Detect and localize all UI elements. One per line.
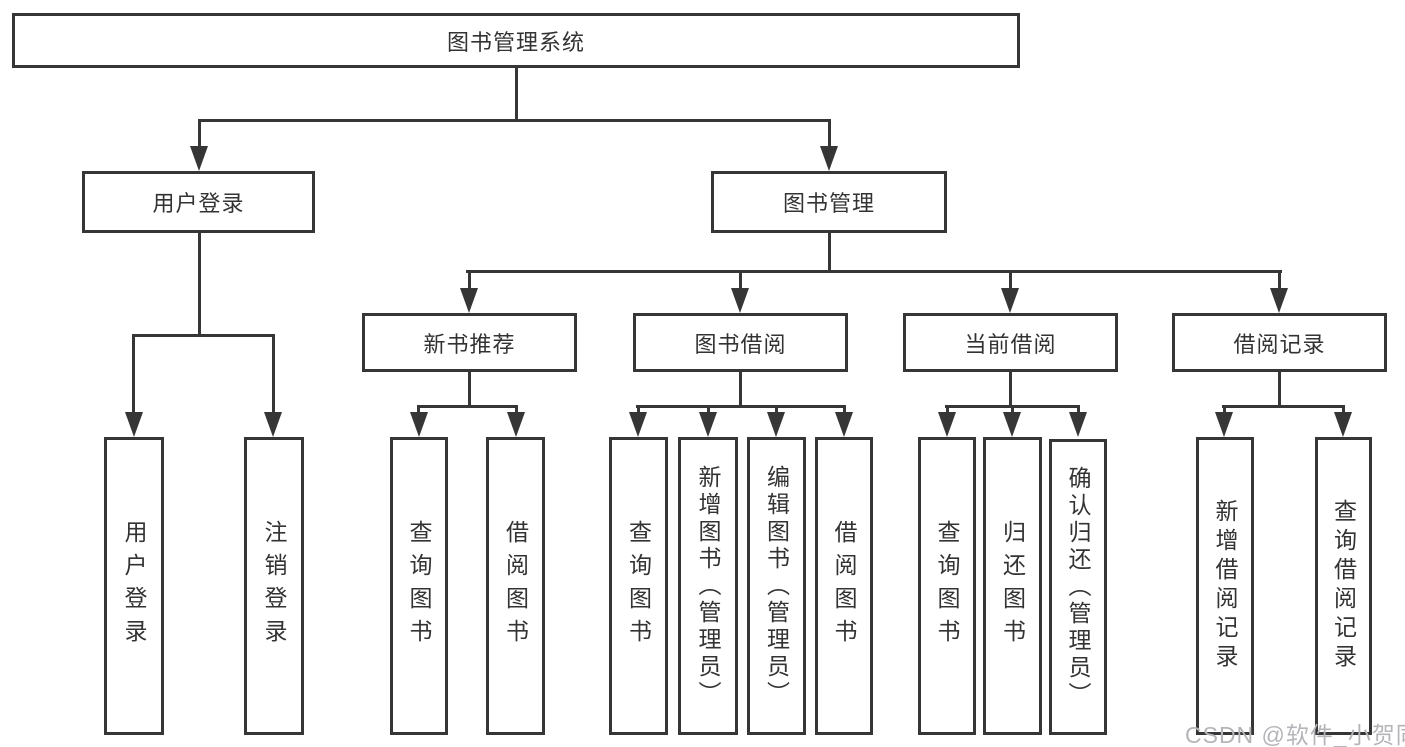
arrowhead-down-icon (938, 412, 956, 437)
connector-line (1222, 405, 1345, 408)
connector-line (198, 119, 201, 149)
node-root-library-system: 图书管理系统 (12, 13, 1020, 68)
leaf-user-login: 用户登录 (104, 437, 164, 735)
connector-line (828, 119, 831, 149)
arrowhead-down-icon (264, 412, 282, 437)
connector-line (1342, 405, 1345, 414)
leaf-current-return-books: 归还图书 (983, 437, 1042, 735)
arrowhead-down-icon (1001, 288, 1019, 313)
connector-line (707, 405, 710, 414)
arrowhead-down-icon (1003, 412, 1021, 437)
connector-line (515, 405, 518, 414)
connector-line (1278, 372, 1281, 407)
node-book-borrowing: 图书借阅 (633, 313, 848, 372)
leaf-logout: 注销登录 (244, 437, 304, 735)
leaf-borrow-add-books-admin: 新增图书（管理员） (678, 437, 738, 735)
leaf-borrow-borrow-books: 借阅图书 (815, 437, 873, 735)
node-current-borrowing: 当前借阅 (903, 313, 1118, 372)
leaf-borrow-edit-books-admin: 编辑图书（管理员） (747, 437, 806, 735)
connector-line (1009, 372, 1012, 407)
arrowhead-down-icon (731, 288, 749, 313)
connector-line (468, 270, 471, 290)
arrowhead-down-icon (835, 412, 853, 437)
connector-line (272, 334, 275, 415)
connector-line (946, 405, 949, 414)
connector-line (1223, 405, 1226, 414)
node-borrow-records: 借阅记录 (1172, 313, 1387, 372)
connector-line (132, 334, 275, 337)
connector-line (637, 405, 640, 414)
arrowhead-down-icon (629, 412, 647, 437)
connector-line (198, 233, 201, 336)
arrowhead-down-icon (767, 412, 785, 437)
csdn-watermark: CSDN @软件_小贺同学 (1185, 722, 1405, 747)
connector-line (466, 270, 1282, 273)
connector-line (843, 405, 846, 414)
arrowhead-down-icon (190, 146, 208, 171)
connector-line (739, 372, 742, 407)
arrowhead-down-icon (507, 412, 525, 437)
arrowhead-down-icon (410, 412, 428, 437)
node-user-login: 用户登录 (82, 171, 315, 233)
connector-line (828, 233, 831, 272)
arrowhead-down-icon (820, 146, 838, 171)
leaf-current-query-books: 查询图书 (918, 437, 976, 735)
leaf-borrow-query-books: 查询图书 (609, 437, 668, 735)
connector-line (1009, 270, 1012, 290)
connector-line (468, 372, 471, 407)
arrowhead-down-icon (1069, 412, 1087, 437)
connector-line (1077, 405, 1080, 414)
connector-line (515, 68, 518, 121)
node-new-book-recommend: 新书推荐 (362, 313, 577, 372)
arrowhead-down-icon (125, 412, 143, 437)
connector-line (636, 405, 846, 408)
node-book-management: 图书管理 (711, 171, 947, 233)
arrowhead-down-icon (460, 288, 478, 313)
connector-line (417, 405, 420, 414)
leaf-newbook-query-books: 查询图书 (390, 437, 448, 735)
connector-line (417, 405, 518, 408)
arrowhead-down-icon (1270, 288, 1288, 313)
leaf-records-query-record: 查询借阅记录 (1315, 437, 1372, 735)
leaf-current-confirm-return-admin: 确认归还（管理员） (1049, 439, 1107, 735)
leaf-newbook-borrow-books: 借阅图书 (486, 437, 545, 735)
leaf-records-add-record: 新增借阅记录 (1196, 437, 1254, 735)
connector-line (775, 405, 778, 414)
connector-line (132, 334, 135, 415)
connector-line (1011, 405, 1014, 414)
connector-line (739, 270, 742, 290)
arrowhead-down-icon (1334, 412, 1352, 437)
arrowhead-down-icon (699, 412, 717, 437)
connector-line (198, 119, 831, 122)
connector-line (1278, 270, 1281, 290)
arrowhead-down-icon (1215, 412, 1233, 437)
